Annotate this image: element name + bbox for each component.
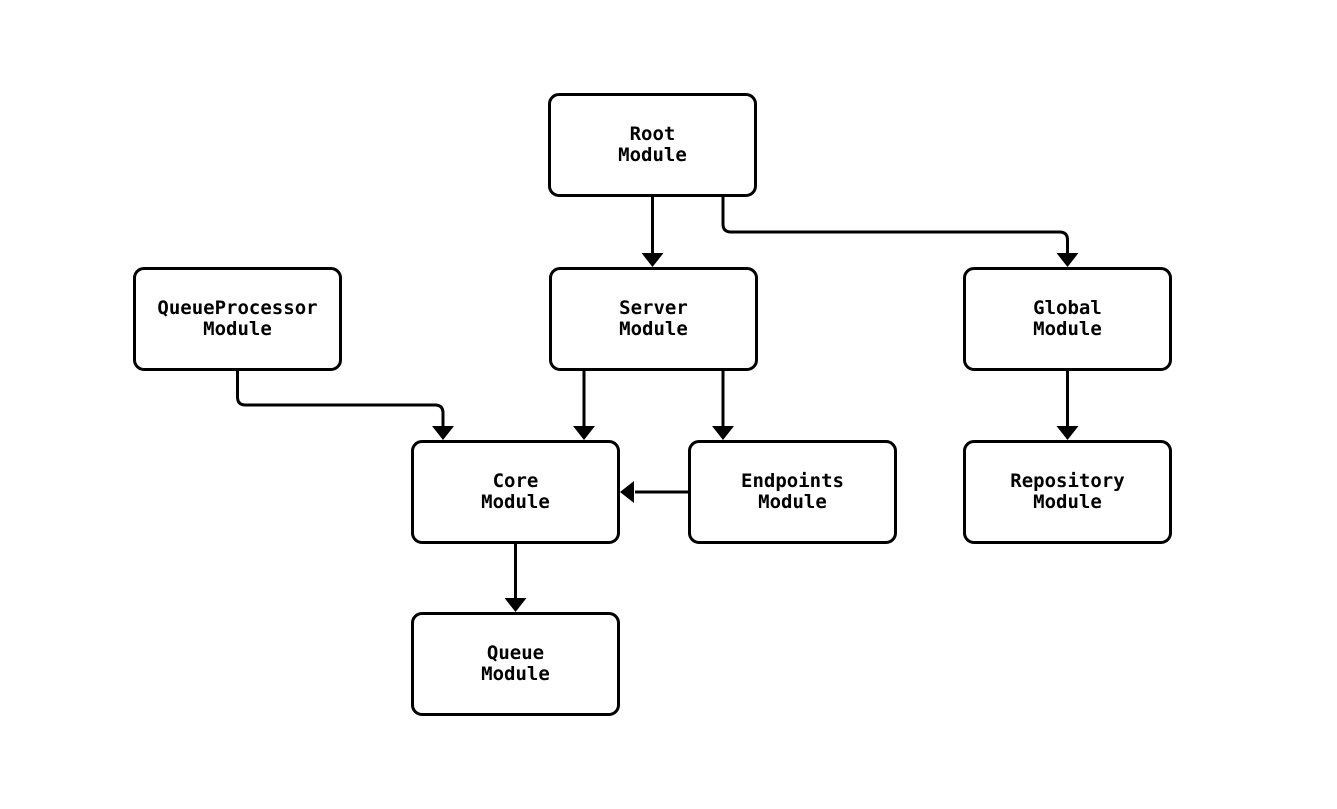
edge-core-to-queue	[504, 544, 527, 612]
edge-root-to-server	[641, 197, 664, 267]
node-queue-module-label: Queue Module	[481, 642, 550, 685]
edge-server-to-endpoints	[712, 371, 734, 440]
edge-endpoints-to-core	[620, 481, 688, 503]
node-server-module: Server Module	[549, 267, 758, 371]
node-global-module-label: Global Module	[1033, 297, 1102, 340]
edge-queueprocessor-to-core	[236, 371, 454, 440]
node-repository-module-label: Repository Module	[1010, 470, 1125, 513]
node-repository-module: Repository Module	[963, 440, 1172, 544]
node-endpoints-module-label: Endpoints Module	[741, 470, 844, 513]
edge-global-to-repository	[1056, 371, 1079, 440]
edge-root-to-global	[721, 197, 1079, 267]
edge-server-to-core	[573, 371, 595, 440]
node-queue-module: Queue Module	[411, 612, 620, 716]
node-root-module: Root Module	[548, 93, 757, 197]
node-endpoints-module: Endpoints Module	[688, 440, 897, 544]
node-queueprocessor-module-label: QueueProcessor Module	[157, 297, 318, 340]
node-queueprocessor-module: QueueProcessor Module	[133, 267, 342, 371]
node-core-module-label: Core Module	[481, 470, 550, 513]
node-server-module-label: Server Module	[619, 297, 688, 340]
node-root-module-label: Root Module	[618, 123, 687, 166]
node-core-module: Core Module	[411, 440, 620, 544]
node-global-module: Global Module	[963, 267, 1172, 371]
